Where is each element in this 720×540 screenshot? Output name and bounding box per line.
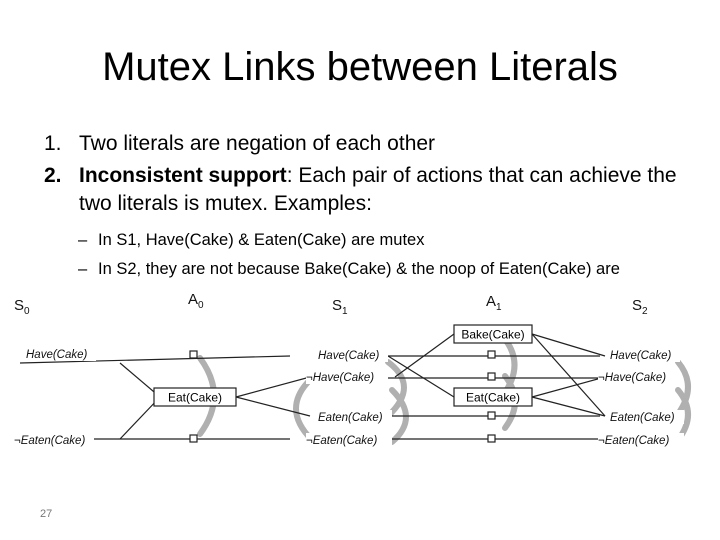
s1-literal: Have(Cake)	[318, 350, 380, 362]
action-bake-a1: Bake(Cake)	[453, 324, 533, 344]
sub-dash: –	[78, 260, 88, 278]
s2-literal: ¬Have(Cake)	[598, 372, 666, 384]
s1-literal: ¬Eaten(Cake)	[306, 435, 377, 447]
bullet-list: 1. Two literals are negation of each oth…	[44, 130, 694, 222]
list-text: Two literals are negation of each other	[79, 132, 436, 155]
noop-markers	[189, 350, 496, 443]
list-number: 1.	[44, 132, 62, 155]
s0-literal: ¬Eaten(Cake)	[14, 435, 85, 447]
s0-literal: Have(Cake)	[26, 349, 88, 361]
sub-dash: –	[78, 231, 88, 249]
header-a1: A1	[486, 293, 502, 313]
header-s1: S1	[332, 297, 348, 317]
svg-text:Eat(Cake): Eat(Cake)	[466, 391, 520, 405]
header-s2: S2	[632, 297, 648, 317]
svg-text:Eat(Cake): Eat(Cake)	[168, 391, 222, 405]
s2-literal: Eaten(Cake)	[610, 412, 675, 424]
s1-literal: Eaten(Cake)	[318, 412, 383, 424]
sub-bullet-1: –In S1, Have(Cake) & Eaten(Cake) are mut…	[78, 229, 698, 251]
sub-text: In S2, they are not because Bake(Cake) &…	[98, 260, 620, 278]
header-a0: A0	[188, 291, 204, 311]
planning-graph: S0 A0 S1 A1 S2	[0, 286, 720, 466]
s2-literal: Have(Cake)	[610, 350, 672, 362]
sub-text: In S1, Have(Cake) & Eaten(Cake) are mute…	[98, 231, 425, 249]
svg-text:Bake(Cake): Bake(Cake)	[461, 328, 524, 342]
sub-bullet-2: –In S2, they are not because Bake(Cake) …	[78, 258, 698, 280]
list-text: : Each pair of actions that can achieve …	[79, 164, 677, 215]
s1-literal: ¬Have(Cake)	[306, 372, 374, 384]
header-s0: S0	[14, 297, 30, 317]
list-item-1: 1. Two literals are negation of each oth…	[44, 130, 694, 158]
slide-title: Mutex Links between Literals	[102, 45, 618, 89]
list-number: 2.	[44, 164, 62, 187]
action-eat-a1: Eat(Cake)	[453, 387, 533, 407]
list-item-2: 2. Inconsistent support: Each pair of ac…	[44, 162, 694, 218]
action-eat-a0: Eat(Cake)	[153, 387, 237, 407]
list-bold-term: Inconsistent support	[79, 164, 287, 187]
s2-literal: ¬Eaten(Cake)	[598, 435, 669, 447]
slide-number: 27	[40, 508, 53, 520]
